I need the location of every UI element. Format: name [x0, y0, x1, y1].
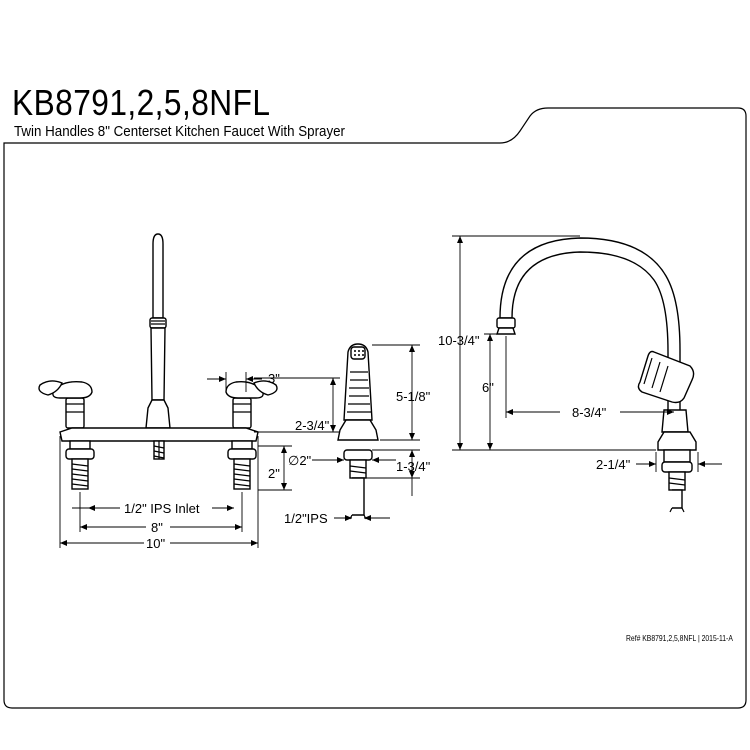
side-dimension-lines — [452, 235, 722, 472]
reference-code: Ref# KB8791,2,5,8NFL | 2015-11-A — [626, 634, 733, 643]
dim-sprayer-connection: 1/2"IPS — [284, 511, 328, 526]
faucet-front-view — [38, 233, 278, 490]
sprayer-drawing — [337, 343, 379, 520]
dim-sprayer-hole: ∅2" — [288, 453, 312, 468]
dim-shank-length: 2" — [268, 466, 280, 481]
dim-spout-height: 6" — [482, 380, 494, 395]
sprayer-dimension-lines — [312, 344, 420, 521]
front-dimension-lines — [59, 372, 340, 548]
dim-base-depth: 2-1/4" — [596, 457, 631, 472]
product-description: Twin Handles 8" Centerset Kitchen Faucet… — [14, 124, 345, 140]
dim-center-spread: 8" — [151, 520, 163, 535]
dim-overall-height: 10-3/4" — [438, 333, 480, 348]
dim-handle-height: 2-3/4" — [295, 418, 330, 433]
faucet-side-view — [496, 237, 697, 513]
dim-spout-reach: 8-3/4" — [572, 405, 607, 420]
drawing-frame — [3, 107, 747, 709]
dim-handle-gap: 3" — [268, 371, 280, 386]
model-number: KB8791,2,5,8NFL — [12, 82, 271, 123]
dim-inlet: 1/2" IPS Inlet — [124, 501, 200, 516]
dim-overall-width: 10" — [146, 536, 165, 551]
dim-sprayer-shank: 1-3/4" — [396, 459, 431, 474]
dim-sprayer-height: 5-1/8" — [396, 389, 431, 404]
